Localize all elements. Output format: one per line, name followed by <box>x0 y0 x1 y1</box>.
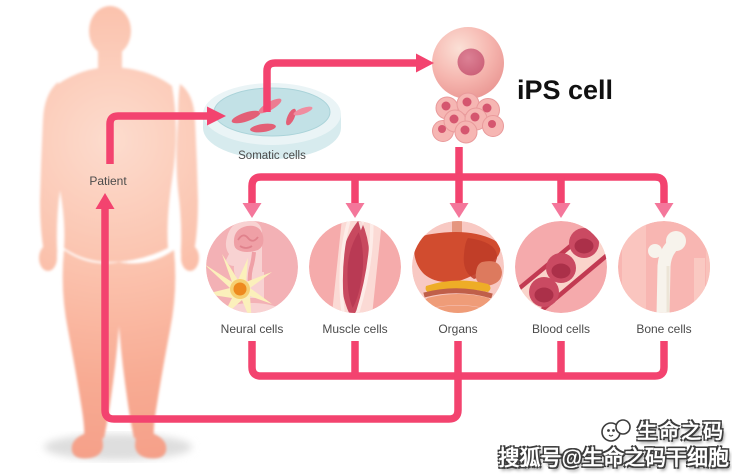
arrowhead-into-patient <box>95 193 115 209</box>
neural-cells-label: Neural cells <box>220 322 284 336</box>
return-line-branches <box>351 341 565 376</box>
arrow-dish-to-ips <box>263 59 416 112</box>
organs-label: Organs <box>438 322 478 336</box>
watermark-brand: 生命之码 <box>637 421 725 443</box>
watermark-account: 搜狐号@生命之码干细胞 <box>498 447 729 470</box>
somatic-cells <box>231 98 313 133</box>
arrowhead-muscle <box>345 203 365 218</box>
arrowhead-neural <box>242 203 262 218</box>
arrowhead-blood <box>551 203 571 218</box>
arrowhead-bone <box>654 203 674 218</box>
bone-cells-label: Bone cells <box>636 322 692 336</box>
arrow-patient-to-dish <box>106 112 207 164</box>
femur-bone <box>648 231 686 313</box>
floor-shadow <box>44 434 192 460</box>
ips-cell-figure <box>432 27 504 144</box>
watermark: 生命之码 搜狐号@生命之码干细胞 <box>499 415 729 472</box>
muscle-cells-label: Muscle cells <box>322 322 388 336</box>
arrow-distribution-branches <box>351 177 565 204</box>
arrow-distribution-bar <box>248 173 668 204</box>
return-line-to-patient <box>101 208 462 423</box>
cell-circle-muscle <box>309 221 401 313</box>
flow-arrows <box>95 53 674 423</box>
arrowhead-into-ips <box>416 53 434 73</box>
ips-colony <box>432 92 504 144</box>
cell-circle-blood <box>515 221 607 313</box>
arrowhead-organs <box>449 203 469 218</box>
red-blood-cells <box>529 228 599 307</box>
petri-dish <box>203 83 341 159</box>
somatic-cells-label: Somatic cells <box>238 150 306 162</box>
cell-circle-organs <box>412 221 504 313</box>
cell-circle-bone <box>618 221 710 313</box>
patient-label: Patient <box>89 174 127 188</box>
blood-cells-label: Blood cells <box>531 322 591 336</box>
arrowhead-into-dish <box>207 106 226 126</box>
watermark-logo-icon <box>601 418 631 442</box>
ips-cell-label: iPS cell <box>517 75 614 105</box>
patient-figure <box>39 6 199 459</box>
cell-circle-neural <box>206 221 298 313</box>
